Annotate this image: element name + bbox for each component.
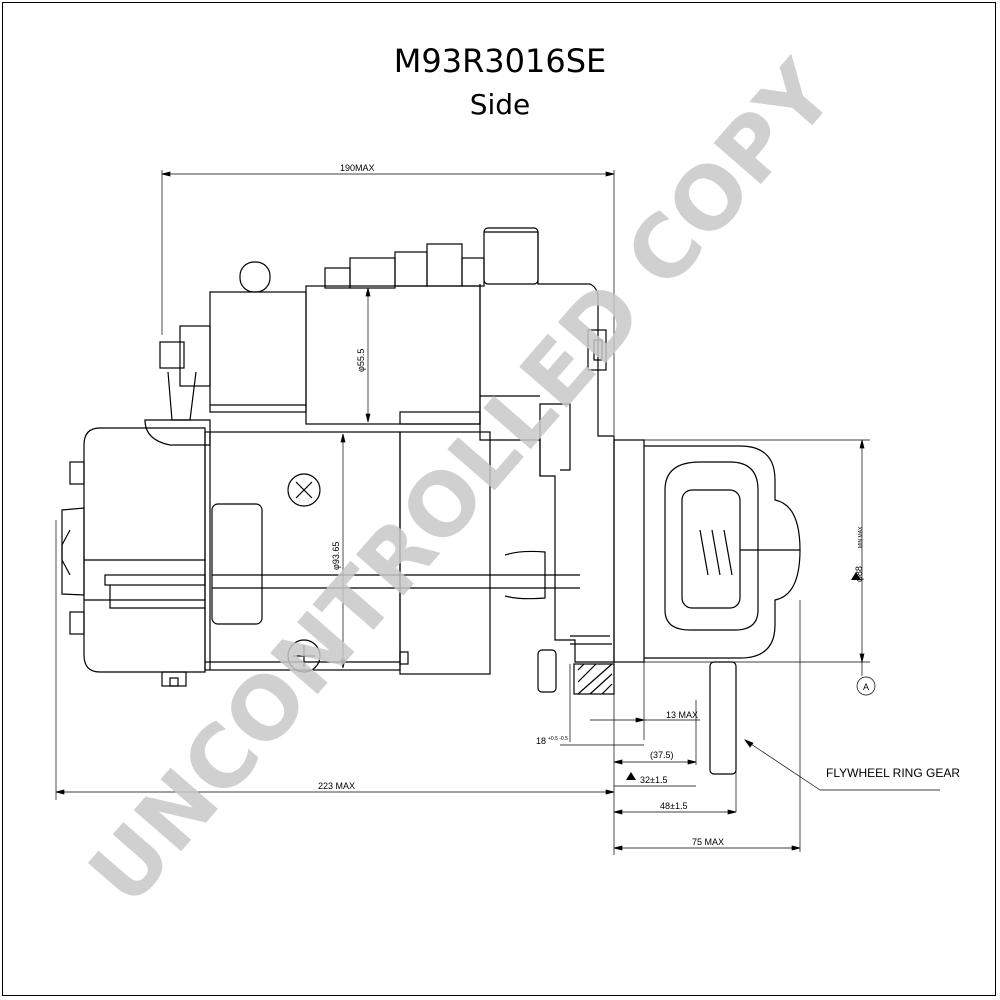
datum-a: A [863, 682, 869, 692]
dim-solenoid-dia: φ55.5 [356, 349, 366, 372]
part-number-title: M93R3016SE [393, 42, 607, 80]
dim-pinion-tolerance: MIN MAX [858, 526, 864, 548]
dim-13-max: 13 MAX [666, 710, 698, 720]
dim-18-tolerance: +0.5 -0.5 [548, 736, 568, 742]
view-subtitle: Side [469, 88, 531, 121]
dim-overall-length: 223 MAX [318, 781, 355, 791]
field-frame [204, 431, 580, 675]
solenoid [144, 243, 485, 446]
dim-overall-height: 190MAX [340, 163, 375, 173]
dim-75-max: 75 MAX [692, 837, 724, 847]
pinion-assembly [613, 439, 801, 775]
dim-18: 18 [536, 736, 546, 746]
dim-32: 32±1.5 [640, 775, 667, 785]
dim-pinion-dia: φ88 [854, 566, 864, 582]
drive-housing [479, 227, 615, 695]
dim-body-dia: φ93.65 [331, 542, 341, 570]
motor-body [61, 427, 206, 687]
uncontrolled-copy-watermark: UNCONTROLLED COPY [70, 42, 855, 923]
flywheel-label: FLYWHEEL RING GEAR [826, 766, 960, 780]
dim-48: 48±1.5 [660, 801, 687, 811]
dim-37-5: (37.5) [650, 750, 674, 760]
